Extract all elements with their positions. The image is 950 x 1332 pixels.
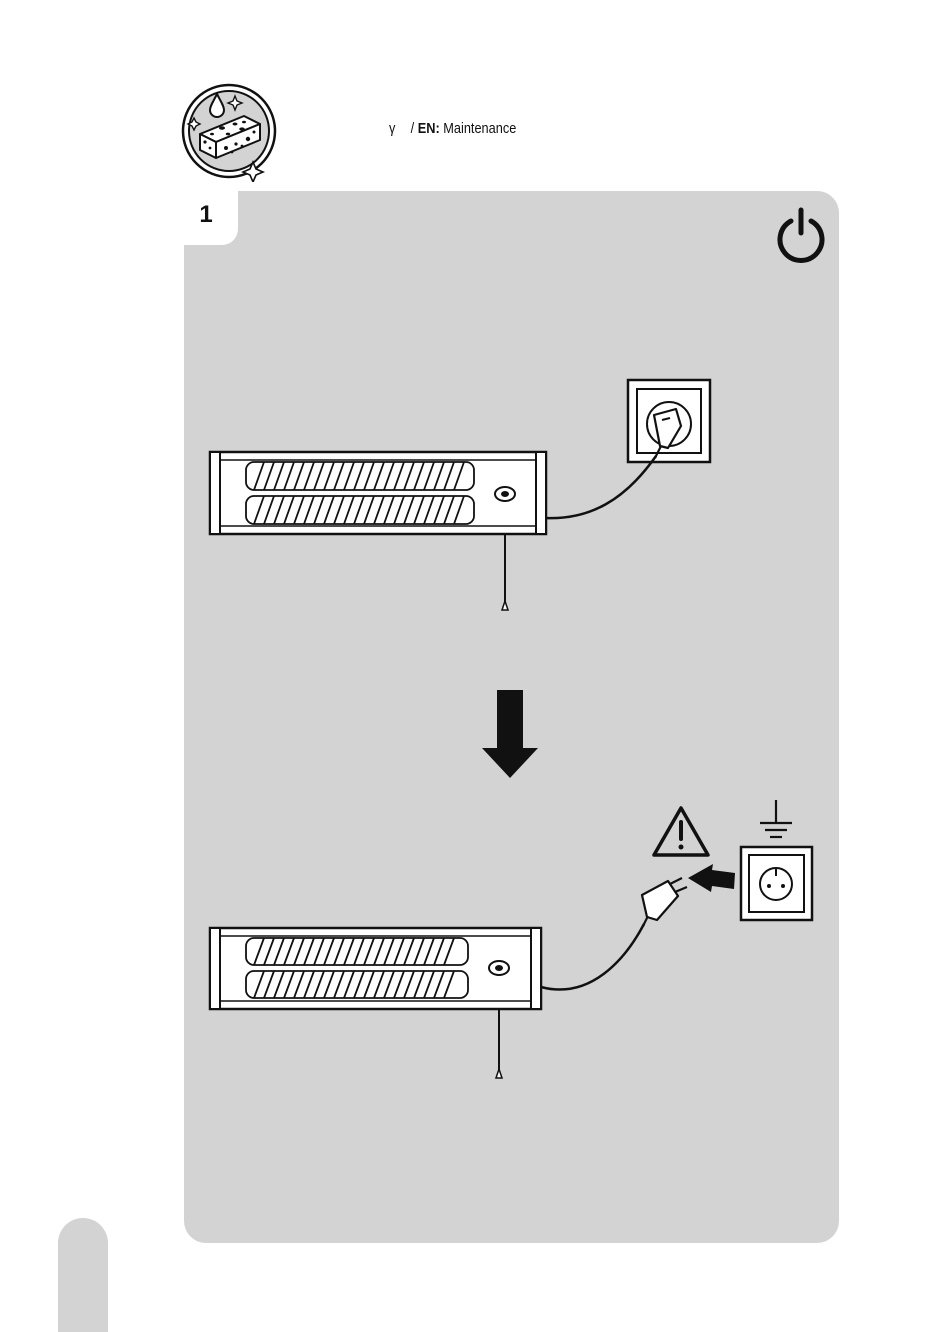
wall-socket-icon bbox=[628, 380, 710, 462]
wall-socket-icon bbox=[741, 847, 812, 920]
page-edge-tab bbox=[58, 1218, 108, 1332]
warning-icon bbox=[654, 808, 708, 855]
arrow-down-icon bbox=[482, 690, 538, 778]
ground-symbol-icon bbox=[760, 800, 792, 837]
power-icon bbox=[780, 210, 822, 260]
heater-unplugged bbox=[210, 800, 812, 1078]
heater-plugged-in bbox=[210, 380, 710, 610]
